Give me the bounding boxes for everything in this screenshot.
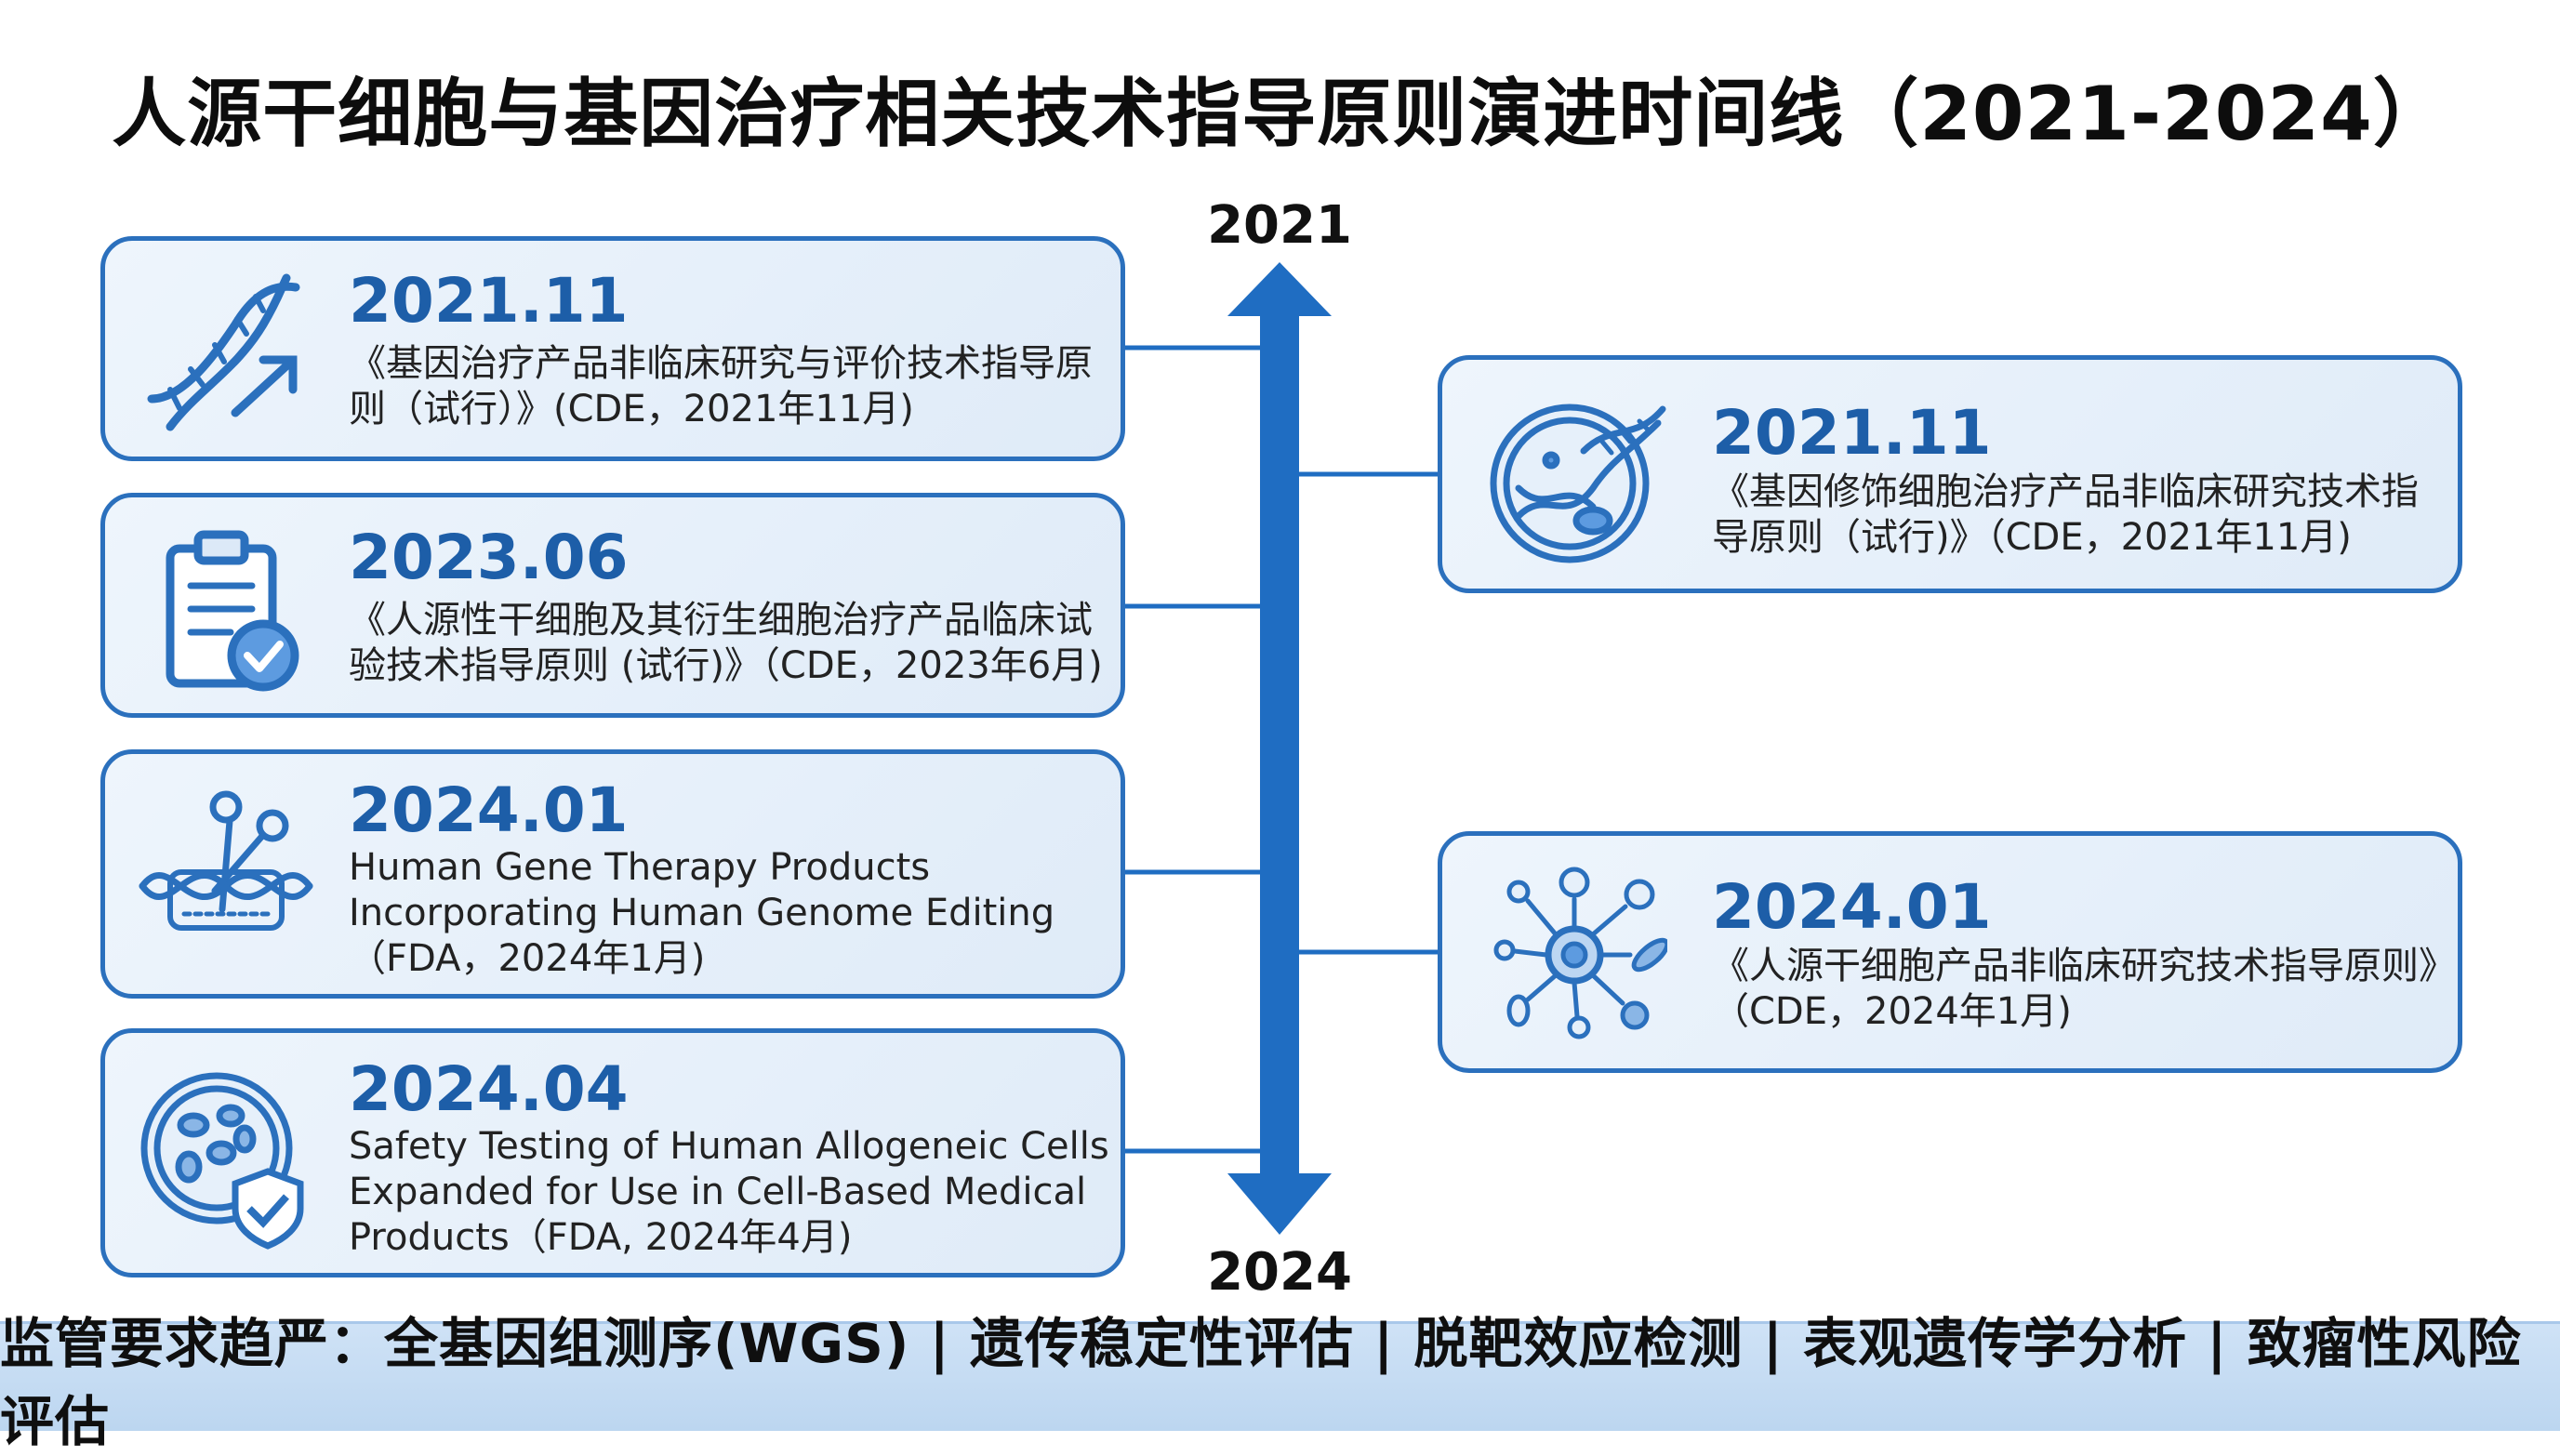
arrow-down-icon: [1227, 1173, 1332, 1235]
card-description: Safety Testing of Human Allogeneic Cells…: [349, 1125, 1109, 1259]
timeline-card-left-3: 2024.01 Human Gene Therapy Products Inco…: [100, 749, 1125, 999]
card-description: 《人源干细胞产品非临床研究技术指导原则》（CDE，2024年1月): [1712, 945, 2437, 1033]
cell-dna-icon: [1490, 404, 1666, 563]
card-description: 《基因修饰细胞治疗产品非临床研究技术指导原则（试行)》（CDE，2021年11月…: [1712, 470, 2419, 559]
card-description: 《基因治疗产品非临床研究与评价技术指导原则（试行）》(CDE，2021年11月): [349, 342, 1093, 430]
timeline-card-right-2: 2024.01 《人源干细胞产品非临床研究技术指导原则》（CDE，2024年1月…: [1438, 831, 2462, 1073]
timeline-card-left-4: 2024.04 Safety Testing of Human Allogene…: [100, 1028, 1125, 1277]
card-description: 《人源性干细胞及其衍生细胞治疗产品临床试验技术指导原则 (试行)》（CDE，20…: [349, 599, 1103, 687]
clipboard-check-icon: [166, 530, 299, 692]
timeline-card-left-1: 2021.11 《基因治疗产品非临床研究与评价技术指导原则（试行）》(CDE，2…: [100, 236, 1125, 461]
card-date: 2023.06: [349, 522, 629, 593]
card-description: Human Gene Therapy Products Incorporatin…: [349, 846, 1055, 980]
card-date: 2021.11: [349, 265, 629, 337]
dna-scissors-icon: [139, 790, 313, 931]
dna-arrow-icon: [147, 273, 300, 431]
timeline-card-left-2: 2023.06 《人源性干细胞及其衍生细胞治疗产品临床试验技术指导原则 (试行)…: [100, 493, 1125, 718]
timeline-end-label: 2024: [1207, 1242, 1352, 1303]
card-date: 2024.01: [1712, 871, 1992, 943]
card-date: 2024.01: [349, 774, 629, 846]
timeline-card-right-1: 2021.11 《基因修饰细胞治疗产品非临床研究技术指导原则（试行)》（CDE，…: [1438, 355, 2462, 593]
page-title: 人源干细胞与基因治疗相关技术指导原则演进时间线（2021-2024）: [112, 71, 2448, 157]
arrow-up-icon: [1227, 262, 1332, 316]
card-date: 2024.04: [349, 1053, 629, 1125]
timeline-start-label: 2021: [1207, 195, 1352, 256]
petri-dish-shield-icon: [140, 1072, 304, 1250]
stem-cell-differentiation-icon: [1493, 867, 1667, 1039]
card-date: 2021.11: [1712, 397, 1992, 469]
regulatory-summary-banner: 监管要求趋严：全基因组测序(WGS) | 遗传稳定性评估 | 脱靶效应检测 | …: [0, 1312, 2560, 1453]
